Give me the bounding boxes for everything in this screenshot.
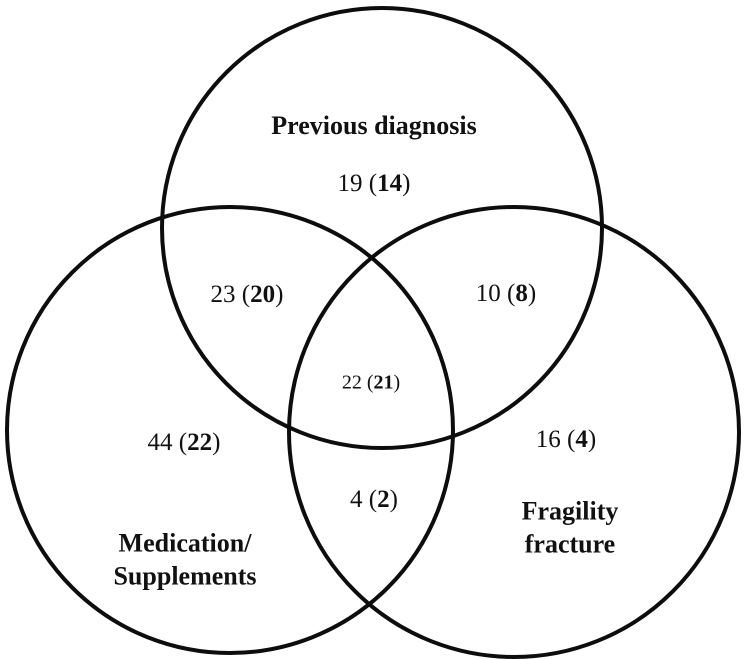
set-label-line-2: fracture [524, 529, 616, 558]
value-previous-and-medication: 23 (20) [211, 281, 284, 309]
value-count-bold: 14 [377, 170, 403, 197]
value-close-paren: ) [587, 426, 597, 453]
value-count-bold: 21 [373, 371, 394, 394]
set-label-line-1: Fragility [521, 496, 619, 526]
value-count-bold: 22 [187, 429, 213, 456]
value-medication-and-fragility: 4 (2) [350, 486, 398, 514]
circle-fragility-fracture [287, 205, 741, 659]
value-count: 22 ( [341, 371, 374, 394]
value-close-paren: ) [393, 371, 401, 394]
value-count-bold: 4 [575, 426, 588, 453]
value-count-bold: 8 [515, 280, 528, 307]
value-count: 19 ( [337, 170, 378, 197]
value-previous-and-fragility: 10 (8) [476, 280, 536, 308]
value-count: 4 ( [350, 486, 378, 513]
value-count: 10 ( [475, 280, 516, 307]
value-fragility-only: 16 (4) [536, 426, 596, 454]
set-label-medication-supplements: Medication/ Supplements [113, 528, 256, 593]
value-close-paren: ) [389, 486, 398, 513]
value-count-bold: 20 [250, 281, 276, 308]
value-count: 23 ( [210, 281, 251, 308]
value-medication-only: 44 (22) [148, 429, 221, 457]
value-count-bold: 2 [377, 486, 390, 513]
value-count: 16 ( [535, 426, 576, 453]
set-label-fragility-fracture: Fragility fracture [522, 496, 619, 561]
set-label-line-1: Medication/ [118, 528, 252, 558]
value-previous-diagnosis-only: 19 (14) [338, 170, 411, 198]
value-close-paren: ) [402, 170, 411, 197]
value-close-paren: ) [275, 281, 284, 308]
set-label-line-2: Supplements [113, 561, 257, 590]
value-close-paren: ) [527, 280, 537, 307]
value-all-three-sets: 22 (21) [342, 372, 400, 395]
value-count: 44 ( [147, 429, 188, 456]
value-close-paren: ) [212, 429, 221, 456]
set-label-previous-diagnosis: Previous diagnosis [271, 110, 477, 140]
